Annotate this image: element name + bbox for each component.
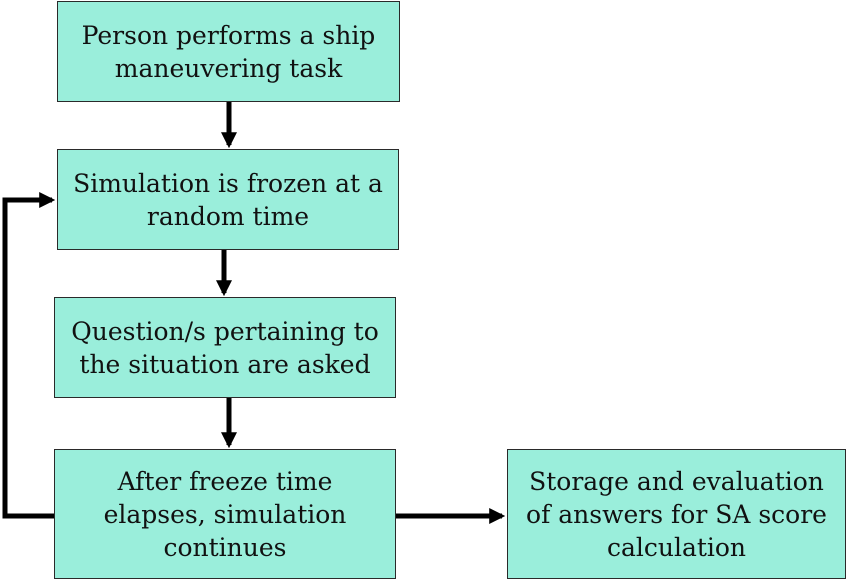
step-freeze: Simulation is frozen at a random time [57,149,399,250]
step-freeze-label: Simulation is frozen at a random time [73,168,383,231]
step-questions: Question/s pertaining to the situation a… [54,297,396,398]
arrow-loop-back-to-freeze [2,191,56,519]
step-resume: After freeze time elapses, simulation co… [54,449,396,579]
step-perform-task-label: Person performs a ship maneuvering task [81,20,376,83]
step-evaluate: Storage and evaluation of answers for SA… [507,449,846,579]
step-resume-label: After freeze time elapses, simulation co… [103,466,347,562]
step-perform-task: Person performs a ship maneuvering task [57,1,400,102]
step-questions-label: Question/s pertaining to the situation a… [71,316,379,379]
step-evaluate-label: Storage and evaluation of answers for SA… [526,466,827,562]
